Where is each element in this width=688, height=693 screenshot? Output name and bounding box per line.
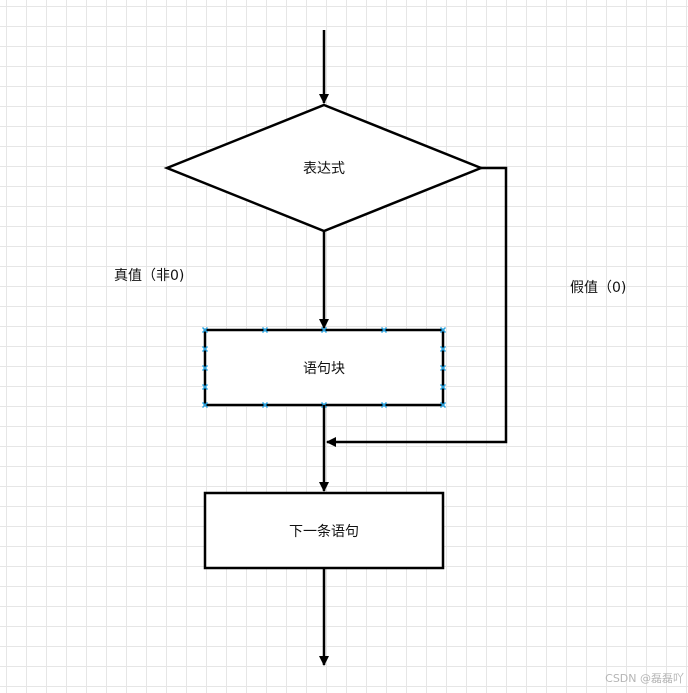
selection-handle[interactable]: [320, 326, 328, 334]
selection-handle[interactable]: [201, 401, 209, 409]
selection-handle[interactable]: [380, 401, 388, 409]
selection-handle[interactable]: [439, 364, 447, 372]
false-branch-label: 假值（0): [570, 280, 626, 296]
next-statement-block[interactable]: [203, 491, 445, 570]
selection-handle[interactable]: [201, 364, 209, 372]
true-branch-label: 真值（非0): [114, 268, 184, 284]
statement-block-label: 语句块: [303, 361, 345, 377]
selection-handles: [201, 326, 447, 409]
watermark: CSDN @磊磊吖: [605, 672, 684, 685]
selection-handle[interactable]: [201, 326, 209, 334]
selection-handle[interactable]: [439, 401, 447, 409]
statement-block[interactable]: [203, 328, 445, 407]
selection-handle[interactable]: [261, 401, 269, 409]
next-statement-label: 下一条语句: [289, 523, 359, 540]
selection-handle[interactable]: [201, 383, 209, 391]
false-branch-arrow[interactable]: [326, 166, 508, 447]
selection-handle[interactable]: [380, 326, 388, 334]
selection-handle[interactable]: [439, 345, 447, 353]
selection-handle[interactable]: [439, 383, 447, 391]
selection-handle[interactable]: [201, 345, 209, 353]
selection-handle[interactable]: [261, 326, 269, 334]
selection-handle[interactable]: [439, 326, 447, 334]
condition-label: 表达式: [303, 161, 345, 177]
